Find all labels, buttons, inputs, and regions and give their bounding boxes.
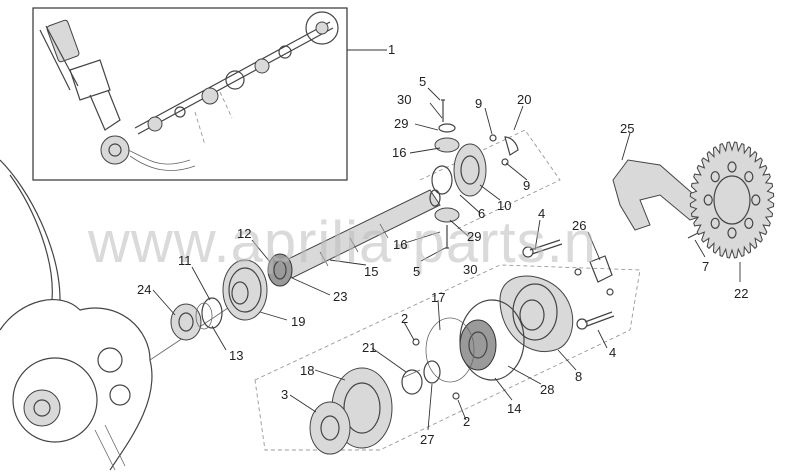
callout-26: 26 (572, 218, 586, 233)
bracket-26 (574, 255, 614, 296)
circlip-11 (195, 302, 213, 330)
bolt-2-upper (412, 338, 420, 346)
callout-24: 24 (137, 282, 151, 297)
callout-1: 1 (388, 42, 395, 57)
callout-23: 23 (333, 289, 347, 304)
callout-27: 27 (420, 432, 434, 447)
bolt-2-lower (452, 392, 460, 400)
callout-labels: 1 5 30 9 20 29 16 9 25 10 6 4 26 12 29 1… (137, 42, 748, 447)
sprocket-hole (744, 171, 754, 183)
callout-22: 22 (734, 286, 748, 301)
callout-7: 7 (702, 259, 709, 274)
callout-4: 4 (609, 345, 616, 360)
callout-19: 19 (291, 314, 305, 329)
needle-bearing (267, 253, 293, 287)
callout-29: 29 (467, 229, 481, 244)
callout-20: 20 (517, 92, 531, 107)
gear-3 (309, 401, 351, 455)
washer-13 (201, 297, 223, 329)
callout-16: 16 (392, 145, 406, 160)
callout-25: 25 (620, 121, 634, 136)
sprocket-22 (689, 141, 775, 259)
engine-case (0, 159, 241, 471)
washer-27 (423, 360, 441, 384)
inset-starter-motor (39, 19, 196, 171)
callout-29: 29 (394, 116, 408, 131)
callout-2: 2 (401, 311, 408, 326)
callout-5: 5 (419, 74, 426, 89)
inset-overview-box (32, 7, 348, 181)
gear-19 (222, 259, 268, 321)
sprocket-hole (710, 171, 720, 183)
watermark-text: www.aprilia-parts.n (87, 210, 597, 275)
callout-9: 9 (475, 96, 482, 111)
callout-30: 30 (463, 262, 477, 277)
sprocket-hole (727, 161, 737, 173)
callout-9: 9 (523, 178, 530, 193)
callout-30: 30 (397, 92, 411, 107)
leader-lines (152, 49, 741, 431)
callout-13: 13 (229, 348, 243, 363)
sprocket-hole (710, 217, 720, 229)
callout-28: 28 (540, 382, 554, 397)
sprocket-hole (727, 227, 737, 239)
bearing-14 (459, 319, 497, 371)
callout-16: 16 (393, 237, 407, 252)
spider-gear-cluster (431, 99, 519, 249)
inset-shaft-train (134, 11, 339, 146)
sprocket-hole (703, 194, 713, 206)
callout-15: 15 (364, 264, 378, 279)
callout-4: 4 (538, 206, 545, 221)
callout-14: 14 (507, 401, 521, 416)
bearing-24 (170, 303, 202, 341)
sprocket-hole (744, 217, 754, 229)
sprocket-hub (713, 175, 751, 225)
callout-12: 12 (237, 226, 251, 241)
callout-18: 18 (300, 363, 314, 378)
callout-8: 8 (575, 369, 582, 384)
spacer-21 (401, 369, 423, 395)
cover-8 (499, 275, 574, 352)
lower-assembly-outline (254, 264, 641, 451)
callout-17: 17 (431, 290, 445, 305)
bolt-4-lower (576, 311, 615, 330)
callout-11: 11 (178, 253, 192, 268)
callout-21: 21 (362, 340, 376, 355)
callout-5: 5 (413, 264, 420, 279)
sprocket-hole (751, 194, 761, 206)
callout-10: 10 (497, 198, 511, 213)
callout-6: 6 (478, 206, 485, 221)
gasket-17 (425, 317, 475, 383)
callout-2: 2 (463, 414, 470, 429)
callout-3: 3 (281, 387, 288, 402)
bracket-25 (612, 159, 706, 231)
sprocket-teeth (689, 141, 775, 259)
